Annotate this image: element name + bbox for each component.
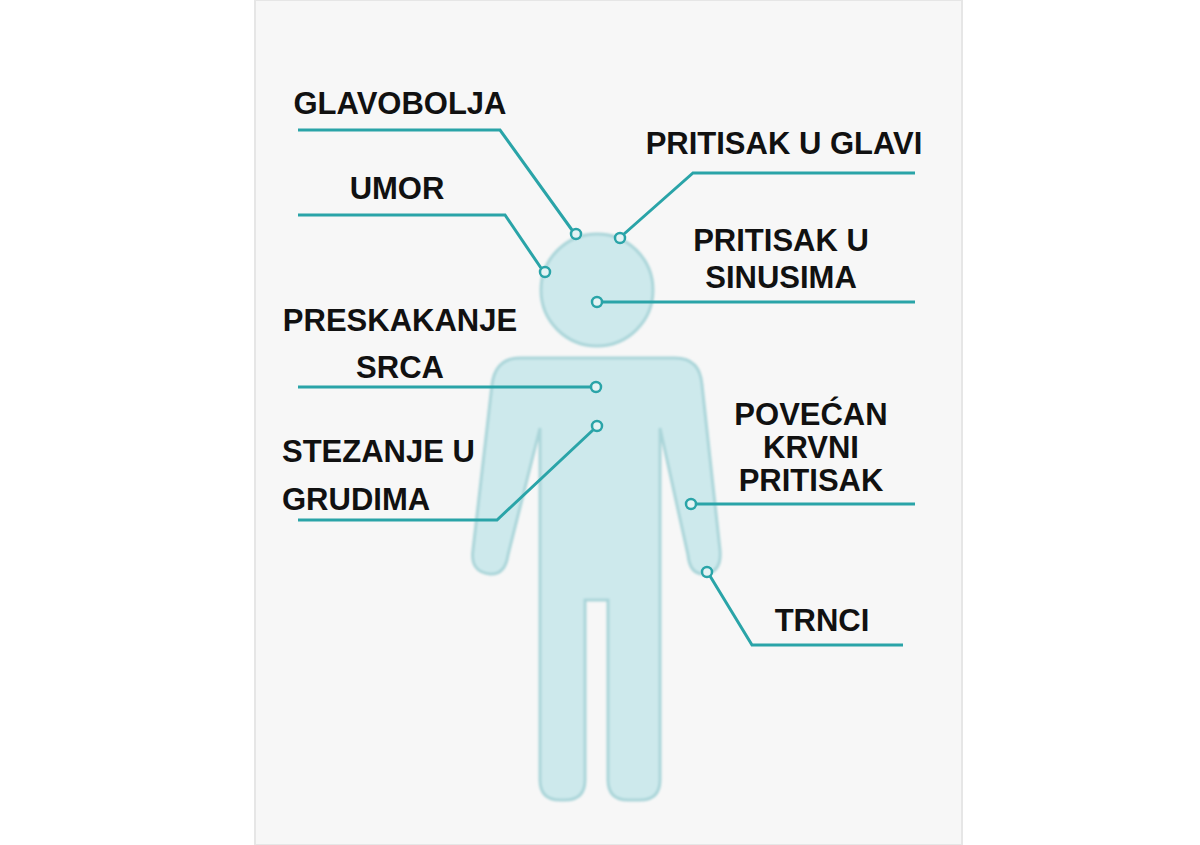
symptom-label: TRNCI [742, 603, 902, 639]
symptom-label: UMOR [297, 171, 497, 207]
symptom-label: POVEĆAN KRVNI PRITISAK [716, 398, 906, 497]
symptom-label: PRESKAKANJE SRCA [275, 297, 525, 391]
panel [255, 0, 962, 845]
leader-dots [540, 229, 712, 577]
symptom-label: PRITISAK U GLAVI [624, 126, 944, 162]
leader-lines [298, 130, 915, 645]
symptom-label: PRITISAK U SINUSIMA [666, 222, 896, 296]
symptom-label: STEZANJE U GRUDIMA [282, 428, 492, 524]
symptom-label: GLAVOBOLJA [270, 86, 530, 122]
